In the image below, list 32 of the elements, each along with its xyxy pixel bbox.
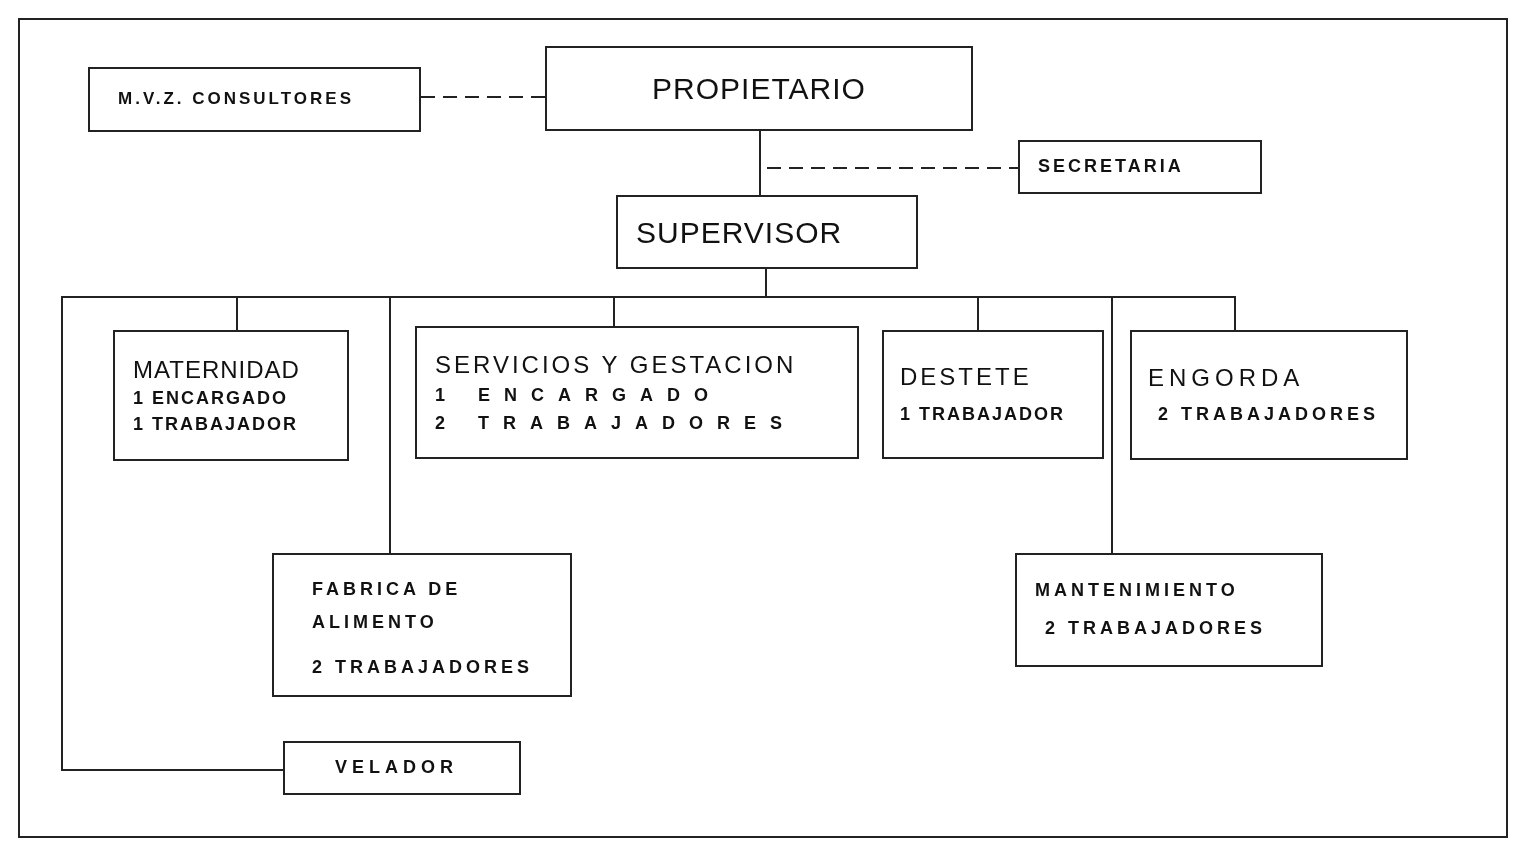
org-box bbox=[283, 741, 521, 795]
org-box bbox=[616, 195, 918, 269]
box-title: PROPIETARIO bbox=[652, 72, 866, 105]
box-title: VELADOR bbox=[335, 758, 458, 778]
org-box bbox=[882, 330, 1104, 459]
box-title: FABRICA DE ALIMENTO bbox=[312, 578, 462, 633]
org-box bbox=[545, 46, 973, 131]
org-box bbox=[272, 553, 572, 697]
org-box bbox=[113, 330, 349, 461]
box-title: SUPERVISOR bbox=[636, 215, 843, 249]
staff-count: 1 ENCARGADO bbox=[133, 388, 288, 409]
org-box bbox=[1015, 553, 1323, 667]
staff-count: 1 ENCARGADO bbox=[435, 385, 722, 406]
box-title: M.V.Z. CONSULTORES bbox=[118, 90, 354, 109]
staff-count: 2 TRABAJADORES bbox=[1044, 619, 1267, 639]
org-box bbox=[88, 67, 421, 132]
box-title: SERVICIOS Y GESTACION bbox=[435, 351, 797, 378]
org-box bbox=[1018, 140, 1262, 194]
staff-count: 1 TRABAJADOR bbox=[133, 414, 298, 435]
box-title: SECRETARIA bbox=[1038, 157, 1184, 177]
box-title: MATERNIDAD bbox=[133, 356, 300, 383]
box-title: MANTENIMIENTO bbox=[1035, 581, 1239, 601]
staff-count: 2 TRABAJADORES bbox=[435, 413, 797, 434]
dashed-connector bbox=[759, 130, 1019, 169]
org-box bbox=[415, 326, 859, 459]
staff-count: 1 TRABAJADOR bbox=[900, 404, 1065, 425]
staff-count: 2 TRABAJADORES bbox=[312, 657, 534, 678]
org-box bbox=[1130, 330, 1408, 460]
staff-count: 2 TRABAJADORES bbox=[1157, 405, 1380, 426]
dashed-connector bbox=[420, 96, 546, 98]
box-title: ENGORDA bbox=[1148, 364, 1305, 392]
box-title: DESTETE bbox=[900, 364, 1032, 391]
